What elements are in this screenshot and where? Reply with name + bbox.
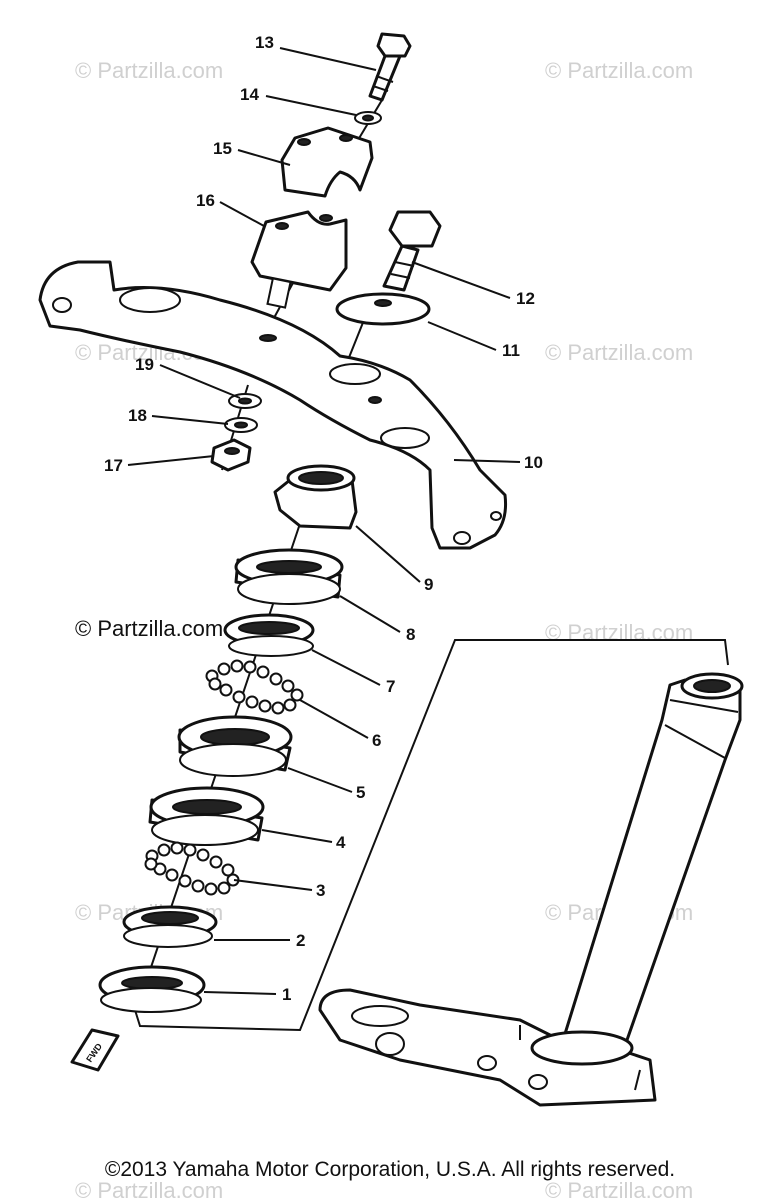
callout-18: 18 (128, 406, 147, 425)
ball-race-7 (223, 613, 315, 657)
cover-8 (234, 548, 344, 605)
callout-1: 1 (282, 985, 291, 1004)
callout-10: 10 (524, 453, 543, 472)
upper-bracket-10 (38, 260, 507, 550)
watermark: © Partzilla.com (545, 58, 693, 83)
leader-lines (127, 47, 521, 995)
callout-12: 12 (516, 289, 535, 308)
bolt-12 (382, 210, 442, 292)
watermark: © Partzilla.com (75, 58, 223, 83)
washer-14 (354, 111, 382, 125)
callout-9: 9 (424, 575, 433, 594)
steel-balls-3 (144, 841, 240, 896)
dust-seal-1 (98, 965, 206, 1013)
watermark: © Partzilla.com (75, 1178, 223, 1200)
handlebar-holder-lower-16 (250, 210, 348, 309)
callout-13: 13 (255, 33, 274, 52)
steering-stem (318, 672, 744, 1107)
callout-3: 3 (316, 881, 325, 900)
callout-19: 19 (135, 355, 154, 374)
ball-race-5 (177, 715, 293, 777)
callout-4: 4 (336, 833, 346, 852)
callout-17: 17 (104, 456, 123, 475)
watermark: © Partzilla.com (545, 340, 693, 365)
washer-11 (335, 292, 431, 326)
center-watermark: © Partzilla.com (75, 616, 224, 641)
bolt-13 (368, 32, 412, 102)
callout-16: 16 (196, 191, 215, 210)
callout-14: 14 (240, 85, 259, 104)
callout-6: 6 (372, 731, 381, 750)
washer-18 (224, 417, 258, 433)
callout-5: 5 (356, 783, 365, 802)
watermark: © Partzilla.com (545, 620, 693, 645)
nut-17 (210, 438, 252, 472)
callout-8: 8 (406, 625, 415, 644)
ball-race-2 (122, 905, 218, 948)
callout-11: 11 (502, 341, 520, 360)
callout-7: 7 (386, 677, 395, 696)
callout-numbers: 13 14 15 16 12 11 19 18 17 10 9 8 7 6 5 … (104, 33, 543, 1004)
callout-2: 2 (296, 931, 305, 950)
watermark: © Partzilla.com (545, 1178, 693, 1200)
handlebar-holder-upper-15 (280, 126, 374, 198)
ball-race-4 (148, 786, 265, 846)
copyright-notice: ©2013 Yamaha Motor Corporation, U.S.A. A… (104, 1158, 676, 1181)
callout-15: 15 (213, 139, 232, 158)
forward-arrow-icon: FWD (70, 1028, 120, 1072)
ring-nut-9 (273, 464, 358, 530)
steel-balls-6 (205, 659, 304, 715)
